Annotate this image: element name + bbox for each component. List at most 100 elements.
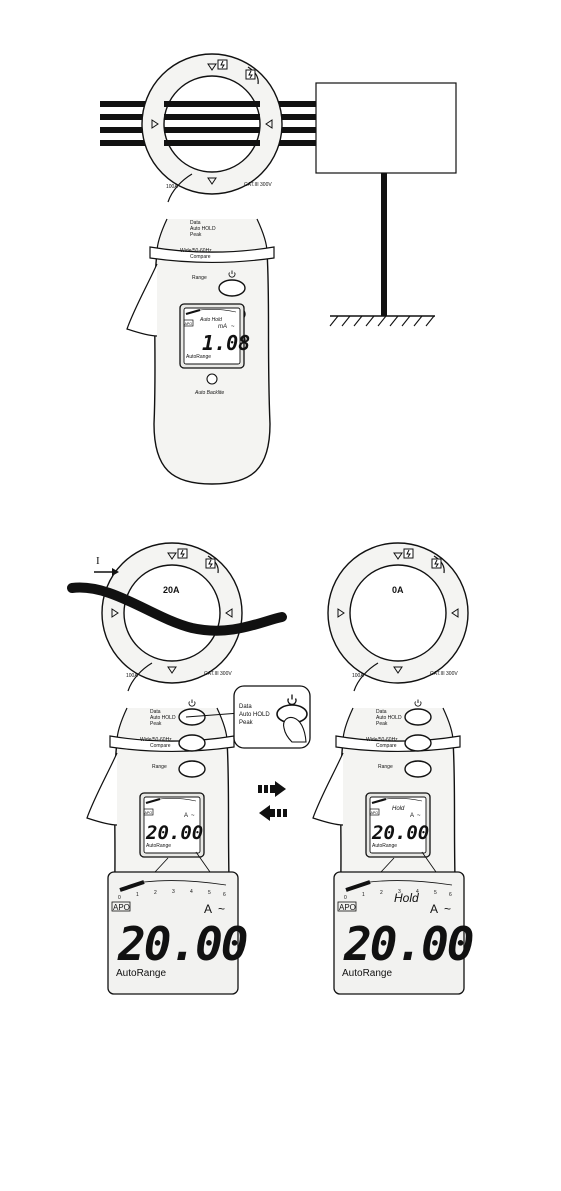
svg-text:Range: Range <box>378 764 393 770</box>
ground-symbol <box>329 315 435 327</box>
svg-text:2: 2 <box>380 890 383 896</box>
svg-text:Range: Range <box>192 275 207 281</box>
svg-text:Peak: Peak <box>150 721 162 727</box>
clamp-rating: 100A <box>166 184 178 190</box>
svg-text:CAT.III 300V: CAT.III 300V <box>430 671 458 677</box>
svg-text:100A: 100A <box>126 673 138 679</box>
svg-text:Wide/50-60Hz: Wide/50-60Hz <box>366 737 398 743</box>
autorange-indicator: AutoRange <box>116 968 166 979</box>
clamp-meter-left: 20A 100A CAT.III 300V Data Auto HOLD Pea… <box>67 542 287 974</box>
svg-text:Data: Data <box>190 220 201 226</box>
svg-text:3: 3 <box>172 889 175 895</box>
svg-text:Range: Range <box>152 764 167 770</box>
apo-indicator: APO <box>339 903 356 912</box>
power-icon <box>287 694 297 706</box>
wide-compare-button[interactable]: Wide/50-60Hz Compare <box>366 737 398 749</box>
svg-text:Compare: Compare <box>376 743 397 749</box>
data-hold-peak-button[interactable]: Data Auto HOLD Peak <box>190 220 216 238</box>
range-button[interactable]: Range <box>192 275 207 281</box>
svg-text:0: 0 <box>344 895 347 901</box>
lcd-reading: 1.08 <box>202 331 250 355</box>
svg-text:APO: APO <box>185 322 193 326</box>
svg-text:Data: Data <box>150 709 161 715</box>
clamp-meter-1: 100A CAT.III 300V Data Auto HOLD Peak Wi… <box>126 53 283 485</box>
svg-text:100A: 100A <box>352 673 364 679</box>
svg-text:Compare: Compare <box>150 743 171 749</box>
lcd-reading: 20.00 <box>145 822 203 844</box>
svg-text:6: 6 <box>449 892 452 898</box>
current-direction-arrow: I <box>94 555 119 576</box>
lcd-unit: mA <box>218 324 227 330</box>
svg-text:~: ~ <box>218 902 225 916</box>
svg-text:Data: Data <box>376 709 387 715</box>
range-button[interactable]: Range <box>378 764 393 770</box>
svg-text:Peak: Peak <box>376 721 388 727</box>
svg-text:Wide/50-60Hz: Wide/50-60Hz <box>140 737 172 743</box>
backlight-sensor <box>206 373 218 385</box>
svg-text:3: 3 <box>398 889 401 895</box>
svg-text:Auto HOLD: Auto HOLD <box>190 226 216 232</box>
wide-compare-button[interactable]: Wide/50-60Hz Compare <box>180 248 212 260</box>
data-hold-peak-button[interactable]: Data Auto HOLD Peak <box>376 709 402 727</box>
lcd-display: APO A ~ 20.00 AutoRange <box>143 808 203 849</box>
svg-text:1: 1 <box>362 892 365 898</box>
unit-label: A <box>430 902 438 916</box>
zoom-lcd-left: 0 1 2 3 4 5 6 APO A ~ 20.00 AutoRange <box>106 870 249 996</box>
svg-text:Compare: Compare <box>190 254 211 260</box>
svg-text:~: ~ <box>191 813 195 819</box>
lcd-display: APO Auto Hold mA ~ 1.08 AutoRange <box>183 317 250 360</box>
wide-compare-button[interactable]: Wide/50-60Hz Compare <box>140 737 172 749</box>
lcd-hold-flag: Hold <box>392 806 405 812</box>
toggle-arrows <box>258 781 287 821</box>
svg-text:~: ~ <box>417 813 421 819</box>
svg-text:A: A <box>410 813 414 819</box>
svg-text:AutoRange: AutoRange <box>372 843 397 849</box>
jaw-reading: 20A <box>163 585 180 595</box>
svg-text:0: 0 <box>118 895 121 901</box>
lcd-reading: 20.00 <box>343 917 473 971</box>
zoom-lcd-right: 0 1 2 3 4 5 6 APO Hold A ~ 20.00 AutoRan… <box>332 870 475 996</box>
cat-rating: CAT.III 300V <box>244 182 272 188</box>
data-hold-peak-button[interactable]: Data Auto HOLD Peak <box>150 709 176 727</box>
arrow-right-icon <box>258 781 286 797</box>
svg-text:Auto HOLD: Auto HOLD <box>376 715 402 721</box>
equipment-box <box>315 82 457 174</box>
svg-text:~: ~ <box>231 324 235 330</box>
svg-text:Wide/50-60Hz: Wide/50-60Hz <box>180 248 212 254</box>
hold-indicator: Hold <box>394 891 419 905</box>
svg-text:5: 5 <box>434 890 437 896</box>
svg-text:1: 1 <box>136 892 139 898</box>
range-button[interactable]: Range <box>152 764 167 770</box>
jaw-reading: 0A <box>392 585 404 595</box>
apo-indicator: APO <box>113 903 130 912</box>
finger-icon <box>283 716 307 743</box>
svg-text:AutoRange: AutoRange <box>146 843 171 849</box>
svg-text:Auto HOLD: Auto HOLD <box>239 712 270 718</box>
current-cable <box>67 582 287 636</box>
svg-text:AutoRange: AutoRange <box>186 354 211 360</box>
bar-scale: 0 1 2 3 4 5 6 <box>118 889 226 901</box>
svg-text:APO: APO <box>371 811 379 815</box>
svg-text:5: 5 <box>208 890 211 896</box>
figure-1-leakage-measurement: 100A CAT.III 300V Data Auto HOLD Peak Wi… <box>100 53 457 485</box>
svg-text:APO: APO <box>145 811 153 815</box>
svg-text:2: 2 <box>154 890 157 896</box>
autorange-indicator: AutoRange <box>342 968 392 979</box>
clamp-meter-right: 0A 100A CAT.III 300V Data Auto HOLD Peak… <box>312 542 469 974</box>
lcd-display: APO Hold A ~ 20.00 AutoRange <box>369 806 429 849</box>
arrow-left-icon <box>259 805 287 821</box>
unit-label: A <box>204 902 212 916</box>
svg-text:Data: Data <box>239 704 252 710</box>
svg-text:Peak: Peak <box>190 232 202 238</box>
lcd-auto-hold-flag: Auto Hold <box>199 317 222 323</box>
svg-text:4: 4 <box>416 889 419 895</box>
bar-scale: 0 1 2 3 4 5 6 <box>344 889 452 901</box>
button-press-callout: Data Auto HOLD Peak <box>185 685 311 749</box>
svg-text:CAT.III 300V: CAT.III 300V <box>204 671 232 677</box>
svg-text:I: I <box>96 555 100 567</box>
svg-text:4: 4 <box>190 889 193 895</box>
ground-wire <box>381 173 387 316</box>
lcd-reading: 20.00 <box>371 822 429 844</box>
lcd-reading: 20.00 <box>117 917 247 971</box>
